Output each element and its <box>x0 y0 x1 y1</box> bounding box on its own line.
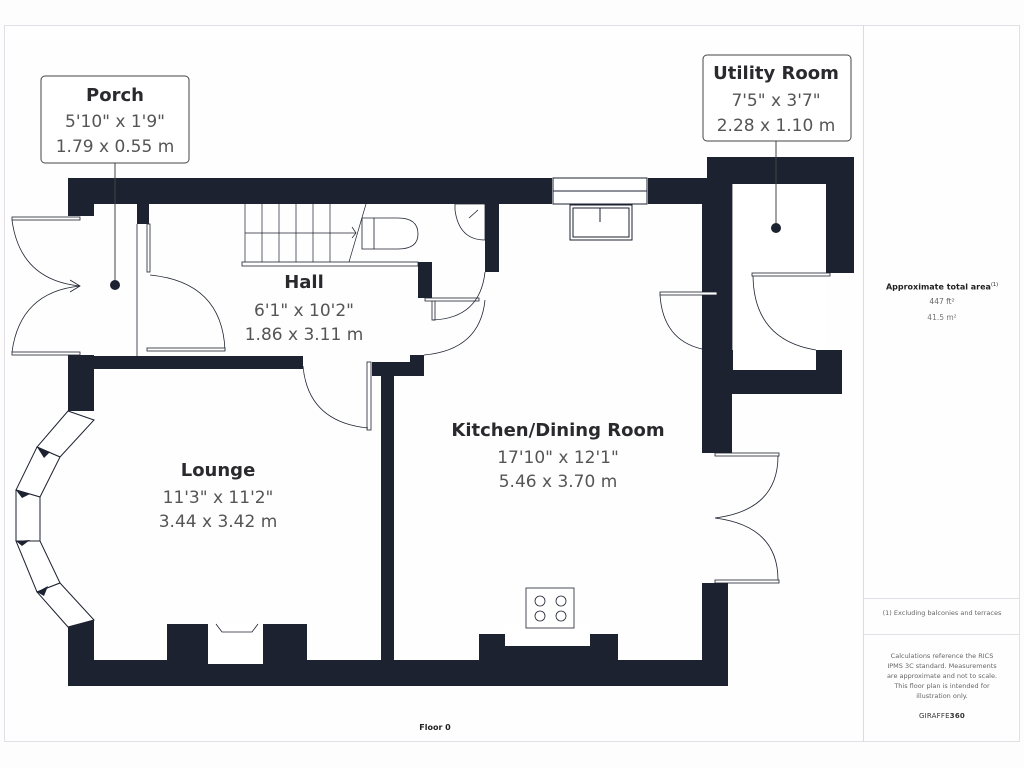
kitchen-imperial: 17'10" x 12'1" <box>497 448 619 468</box>
hall-name: Hall <box>284 272 324 293</box>
bay-window <box>15 410 95 628</box>
total-area-title: Approximate total area(1) <box>885 282 999 292</box>
sidebar-separator-1 <box>864 598 1020 599</box>
hall-imperial: 6'1" x 10'2" <box>254 301 354 321</box>
lounge-name: Lounge <box>181 460 256 481</box>
floor-label: Floor 0 <box>419 723 451 732</box>
total-area-m: 41.5 m² <box>927 313 957 322</box>
calculation-note: Calculations reference the RICS IPMS 3C … <box>886 652 998 700</box>
utility-metric: 2.28 x 1.10 m <box>717 116 836 136</box>
sidebar-divider <box>863 25 864 742</box>
porch-imperial: 5'10" x 1'9" <box>65 112 165 132</box>
utility-imperial: 7'5" x 3'7" <box>731 91 820 111</box>
doors <box>11 184 831 633</box>
total-area-ft: 447 ft² <box>929 297 955 306</box>
utility-callout <box>702 54 852 142</box>
sidebar-separator-2 <box>864 634 1020 635</box>
brand-logo: GIRAFFE360 <box>919 712 965 720</box>
lounge-metric: 3.44 x 3.42 m <box>159 512 278 532</box>
utility-name: Utility Room <box>713 63 839 84</box>
porch-name: Porch <box>86 85 144 106</box>
porch-callout <box>40 75 190 164</box>
kitchen-name: Kitchen/Dining Room <box>451 420 664 441</box>
porch-metric: 1.79 x 0.55 m <box>56 137 175 157</box>
footnote: (1) Excluding balconies and terraces <box>882 609 1002 617</box>
lounge-imperial: 11'3" x 11'2" <box>163 488 274 508</box>
kitchen-metric: 5.46 x 3.70 m <box>499 472 618 492</box>
hall-metric: 1.86 x 3.11 m <box>245 325 364 345</box>
